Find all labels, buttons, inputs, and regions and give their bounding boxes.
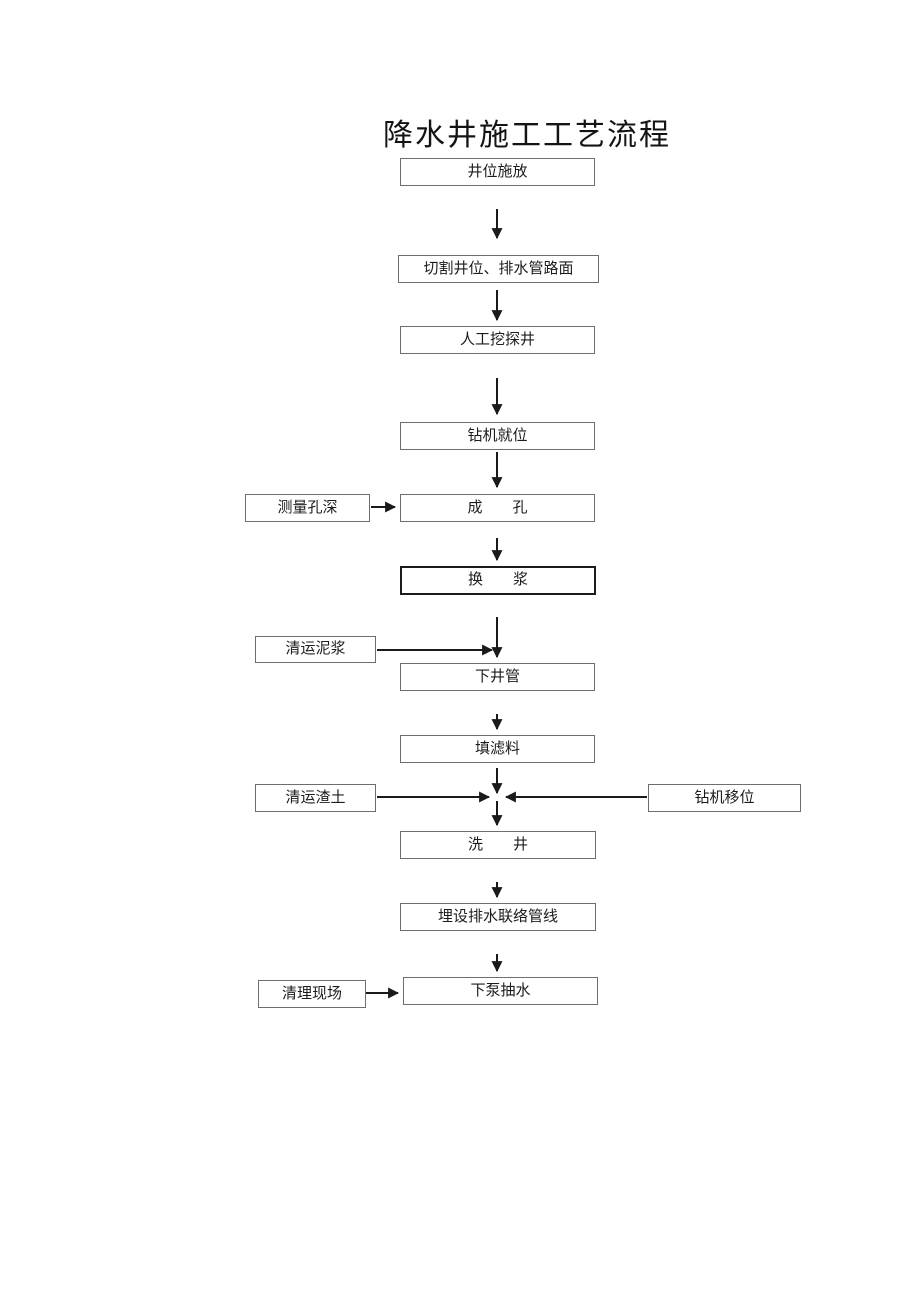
flow-node-site-cleanup: 清理现场 <box>258 980 366 1008</box>
flow-node-label: 切割井位、排水管路面 <box>423 260 574 277</box>
flow-node-label: 埋设排水联络管线 <box>437 908 558 925</box>
flow-node-label: 测量孔深 <box>277 499 338 516</box>
flow-node-label: 填滤料 <box>474 740 520 757</box>
flow-node-rig-relocation: 钻机移位 <box>648 784 801 812</box>
flow-node-measure-hole-depth: 测量孔深 <box>245 494 370 522</box>
flow-node-drainage-pipeline-laying: 埋设排水联络管线 <box>400 903 596 931</box>
flow-node-label: 下井管 <box>474 668 520 685</box>
flow-node-manual-dig-well: 人工挖探井 <box>400 326 595 354</box>
flow-node-label: 清运渣土 <box>285 789 346 806</box>
flow-node-label: 井位施放 <box>467 163 528 180</box>
flow-node-label: 成 孔 <box>467 499 528 516</box>
flow-node-pump-lowering: 下泵抽水 <box>403 977 598 1005</box>
flow-node-label: 下泵抽水 <box>470 982 531 999</box>
flow-node-cut-pavement: 切割井位、排水管路面 <box>398 255 599 283</box>
flow-node-label: 洗 井 <box>467 836 528 853</box>
flow-node-label: 换 浆 <box>467 572 528 588</box>
flow-node-label: 清运泥浆 <box>285 641 346 657</box>
flow-node-slurry-replacement: 换 浆 <box>400 566 596 595</box>
flow-node-label: 钻机就位 <box>467 427 528 444</box>
flow-node-mud-removal: 清运泥浆 <box>255 636 376 663</box>
flow-node-hole-forming: 成 孔 <box>400 494 595 522</box>
flow-node-well-washing: 洗 井 <box>400 831 596 859</box>
flow-node-spoil-removal: 清运渣土 <box>255 784 376 812</box>
flow-node-lower-well-pipe: 下井管 <box>400 663 595 691</box>
flow-node-fill-filter-material: 填滤料 <box>400 735 595 763</box>
page-title: 降水井施工工艺流程 <box>383 119 671 152</box>
flow-node-label: 人工挖探井 <box>459 331 535 348</box>
flow-node-label: 钻机移位 <box>694 789 755 806</box>
flow-node-rig-in-place: 钻机就位 <box>400 422 595 450</box>
flow-node-well-position-layout: 井位施放 <box>400 158 595 186</box>
flow-node-label: 清理现场 <box>281 985 342 1002</box>
